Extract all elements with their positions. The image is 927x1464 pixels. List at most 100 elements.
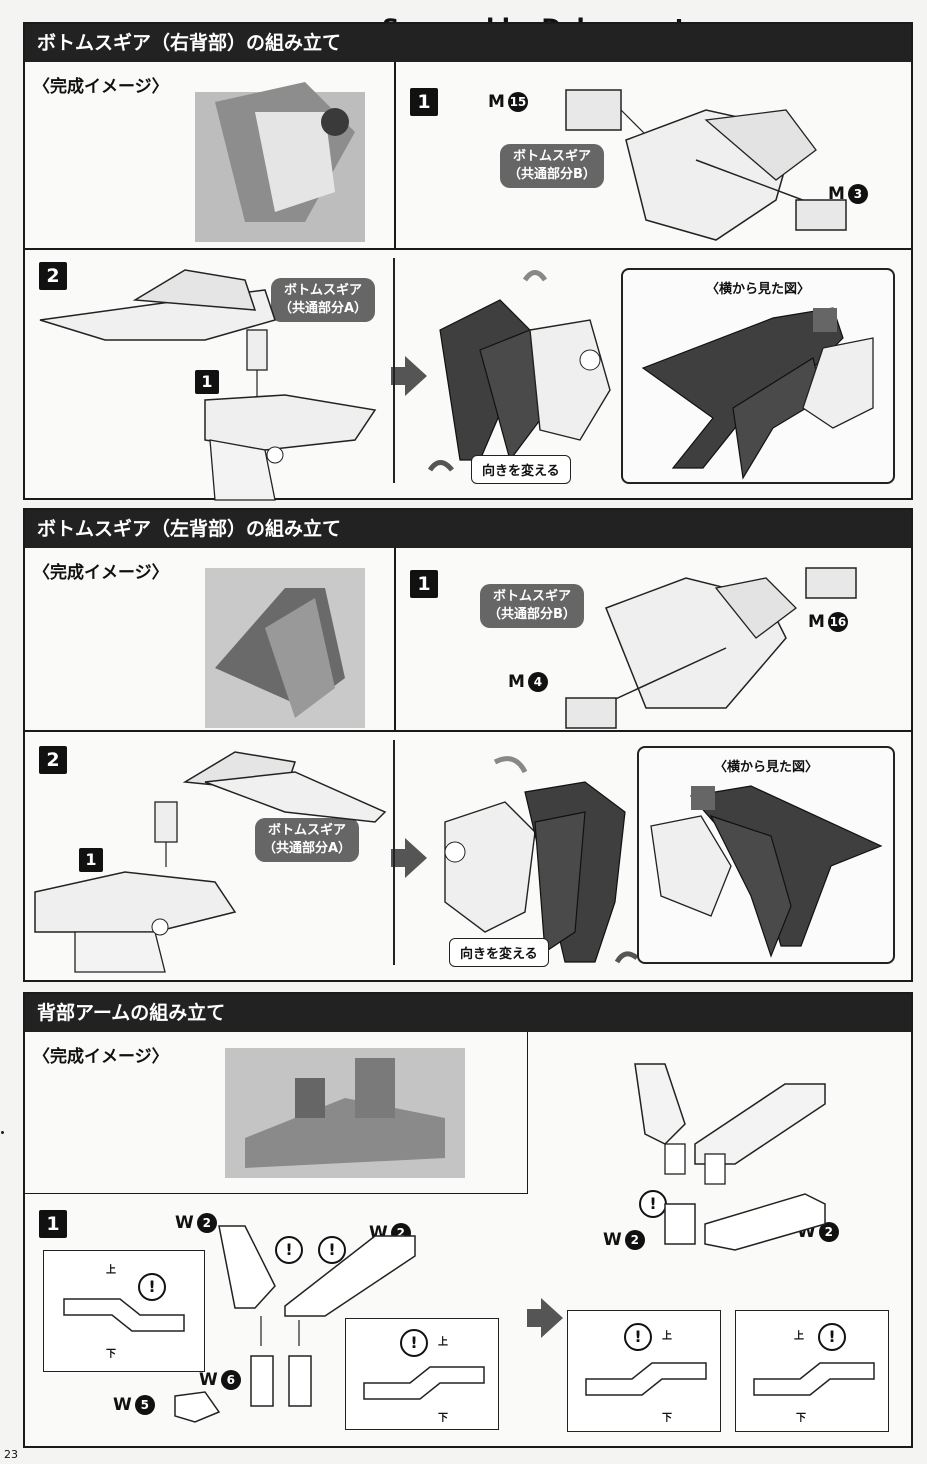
part-letter: W <box>175 1213 194 1233</box>
part-m4: M 4 <box>508 672 548 692</box>
part-number: 2 <box>624 1230 645 1250</box>
orientation-zoom-box: 上 ! 下 <box>43 1250 205 1372</box>
orientation-zoom-box: ! 上 下 <box>345 1318 499 1430</box>
step1-panel: 1 ボトムスギア （共通部分B） M 16 M 4 <box>395 548 911 731</box>
section-title: ボトムスギア（左背部）の組み立て <box>25 510 911 548</box>
part-number: 3 <box>847 184 868 204</box>
step1-assembly-illustration <box>565 567 857 729</box>
up-label: 上 <box>794 1331 804 1342</box>
warning-icon: ! <box>138 1273 166 1301</box>
section-right-back-assembly: ボトムスギア（右背部）の組み立て 〈完成イメージ〉 1 M 15 ボトムスギア … <box>23 22 913 501</box>
part-w2-a: W 2 <box>175 1213 217 1233</box>
step2-wing-illustration <box>34 751 387 973</box>
orientation-zoom-box: ! 上 下 <box>567 1310 721 1432</box>
common-part-a-bubble: ボトムスギア （共通部分A） <box>255 818 360 862</box>
section-back-arm-assembly: 背部アームの組み立て 〈完成イメージ〉 1 W 2 W 2 W 6 W 5 W … <box>23 992 913 1448</box>
step1-assembly-illustration <box>565 89 847 241</box>
step-number: 1 <box>39 1210 67 1238</box>
divider <box>393 258 395 483</box>
arm-assembled-illustration <box>634 1063 826 1251</box>
bubble-line2: （共通部分A） <box>263 841 352 856</box>
step2-result-illustration <box>444 756 639 964</box>
part-letter: W <box>113 1395 132 1415</box>
orientation-zoom-box: 上 ! 下 <box>735 1310 889 1432</box>
warning-icon: ! <box>275 1236 303 1264</box>
completed-image-panel: 〈完成イメージ〉 <box>25 62 395 249</box>
step-number: 1 <box>410 88 438 116</box>
down-label: 下 <box>438 1413 448 1424</box>
bubble-line1: ボトムスギア <box>284 283 363 298</box>
arm-part-side-illustration <box>63 1298 185 1332</box>
part-number: 2 <box>196 1213 217 1233</box>
arm-part-side-illustration <box>585 1362 707 1396</box>
completed-image-illustration <box>195 82 365 242</box>
section-title: 背部アームの組み立て <box>25 994 911 1032</box>
sub-step-number: 1 <box>79 848 103 872</box>
bubble-line2: （共通部分B） <box>508 167 596 182</box>
side-view-box: 〈横から見た図〉 <box>621 268 895 484</box>
arm-parts-exploded-illustration <box>174 1225 416 1423</box>
part-letter: W <box>603 1230 622 1250</box>
next-arrow <box>391 838 427 878</box>
warning-icon: ! <box>818 1323 846 1351</box>
next-arrow <box>391 356 427 396</box>
step1-panel: 1 M 15 ボトムスギア （共通部分B） M 3 <box>395 62 911 249</box>
side-view-illustration <box>650 785 883 958</box>
common-part-b-bubble: ボトムスギア （共通部分B） <box>500 144 604 188</box>
divider <box>393 740 395 965</box>
side-view-title: 〈横から見た図〉 <box>713 760 818 775</box>
step-number: 2 <box>39 746 67 774</box>
sub-step-number: 1 <box>195 370 219 394</box>
step2-panel: 2 1 ボトムスギア （共通部分A） 向きを変える 〈横から見た図〉 <box>25 249 911 501</box>
up-label: 上 <box>662 1331 672 1342</box>
arm-part-side-illustration <box>753 1362 875 1396</box>
part-m3: M 3 <box>828 184 868 204</box>
common-part-a-bubble: ボトムスギア （共通部分A） <box>271 278 376 322</box>
down-label: 下 <box>662 1413 672 1424</box>
part-letter: M <box>808 612 825 632</box>
completed-image-label: 〈完成イメージ〉 <box>33 563 169 583</box>
side-view-title: 〈横から見た図〉 <box>705 282 810 297</box>
part-number: 15 <box>507 92 528 112</box>
step-number: 1 <box>410 570 438 598</box>
step2-result-illustration <box>427 270 611 472</box>
up-label: 上 <box>438 1337 448 1348</box>
part-number: 16 <box>827 612 848 632</box>
common-part-b-bubble: ボトムスギア （共通部分B） <box>480 584 584 628</box>
change-direction-callout: 向きを変える <box>449 938 549 967</box>
completed-image-label: 〈完成イメージ〉 <box>33 77 169 97</box>
part-w2-c: W 2 <box>603 1230 645 1250</box>
page-number: 23 <box>4 1448 18 1461</box>
part-letter: W <box>199 1370 218 1390</box>
warning-icon: ! <box>400 1329 428 1357</box>
section-title: ボトムスギア（右背部）の組み立て <box>25 24 911 62</box>
bubble-line2: （共通部分A） <box>279 301 368 316</box>
down-label: 下 <box>796 1413 806 1424</box>
part-letter: M <box>828 184 845 204</box>
step2-panel: 2 1 ボトムスギア （共通部分A） 向きを変える 〈横から見た図〉 <box>25 731 911 980</box>
completed-image-label: 〈完成イメージ〉 <box>33 1047 169 1067</box>
step2-wing-illustration <box>39 269 377 501</box>
section-left-back-assembly: ボトムスギア（左背部）の組み立て 〈完成イメージ〉 1 ボトムスギア （共通部分… <box>23 508 913 982</box>
completed-image-illustration <box>205 568 365 728</box>
bubble-line2: （共通部分B） <box>488 607 576 622</box>
completed-image-panel: 〈完成イメージ〉 <box>25 1032 528 1194</box>
arm-part-side-illustration <box>363 1366 485 1400</box>
up-label: 上 <box>106 1265 116 1276</box>
completed-image-illustration <box>225 1048 465 1178</box>
change-direction-callout: 向きを変える <box>471 455 571 484</box>
part-letter: M <box>488 92 505 112</box>
bubble-line1: ボトムスギア <box>492 589 571 604</box>
part-number: 2 <box>818 1222 839 1242</box>
down-label: 下 <box>106 1349 116 1360</box>
warning-icon: ! <box>624 1323 652 1351</box>
next-arrow <box>527 1298 563 1338</box>
part-w5: W 5 <box>113 1395 155 1415</box>
step-number: 2 <box>39 262 67 290</box>
part-number: 5 <box>134 1395 155 1415</box>
part-letter: M <box>508 672 525 692</box>
side-view-illustration <box>641 307 874 480</box>
bubble-line1: ボトムスギア <box>268 823 347 838</box>
part-m16: M 16 <box>808 612 848 632</box>
completed-image-panel: 〈完成イメージ〉 <box>25 548 395 731</box>
